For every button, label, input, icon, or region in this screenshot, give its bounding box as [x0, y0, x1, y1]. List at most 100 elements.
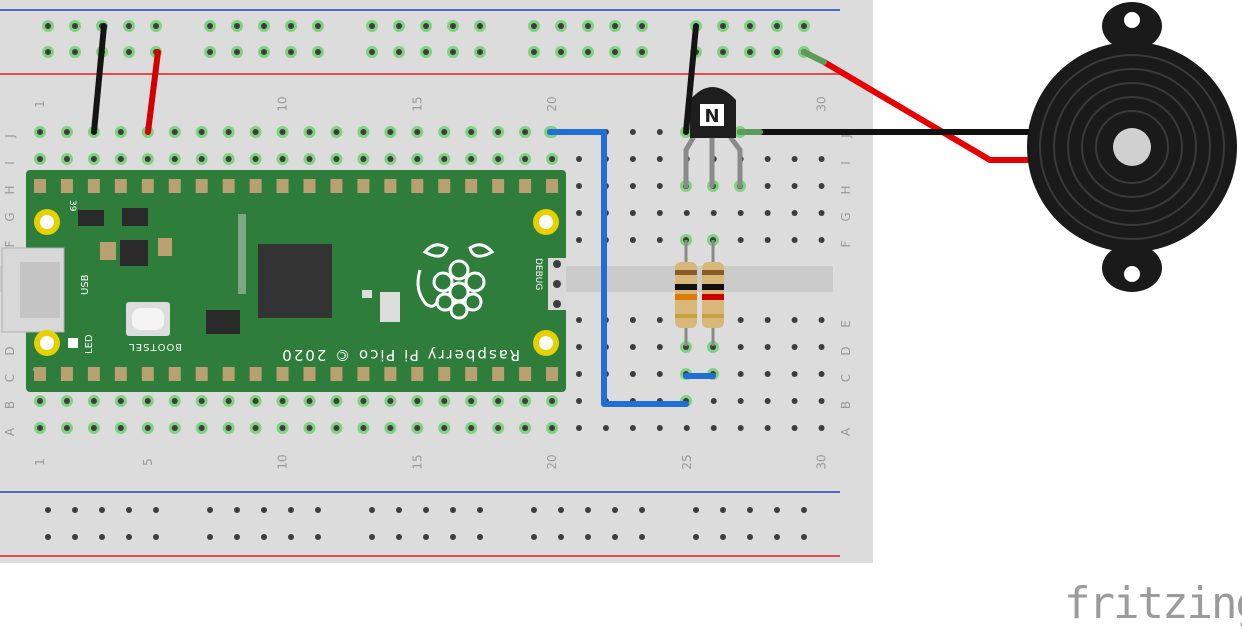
breadboard-hole: [279, 129, 286, 135]
rail-hole: [126, 534, 132, 540]
row-label-right: A: [839, 427, 853, 436]
breadboard-hole: [387, 398, 394, 404]
breadboard-hole: [495, 156, 502, 162]
breadboard-hole: [252, 398, 259, 404]
rail-hole: [774, 23, 780, 29]
pico-pin-pad: [411, 367, 424, 381]
breadboard-hole: [818, 317, 825, 323]
breadboard-hole: [791, 398, 798, 404]
breadboard-hole: [387, 156, 394, 162]
pico-pin-pad: [168, 367, 181, 381]
breadboard-hole: [441, 398, 448, 404]
breadboard-hole: [764, 317, 771, 323]
breadboard-hole: [63, 129, 70, 135]
breadboard-hole: [629, 371, 636, 377]
breadboard-hole: [629, 156, 636, 162]
rail-hole: [396, 23, 402, 29]
rail-hole: [234, 534, 240, 540]
breadboard-hole: [656, 317, 663, 323]
pico-pin-pad: [519, 179, 532, 193]
column-label-top: 1: [33, 100, 47, 108]
rail-hole: [477, 23, 483, 29]
breadboard-hole: [171, 398, 178, 404]
breadboard-hole: [656, 183, 663, 189]
breadboard-hole: [629, 183, 636, 189]
rail-hole: [369, 507, 375, 513]
breadboard-hole: [306, 398, 313, 404]
breadboard-hole: [522, 425, 529, 431]
rail-hole: [747, 507, 753, 513]
row-label-right: J: [839, 134, 853, 139]
rail-hole: [315, 49, 321, 55]
breadboard-hole: [656, 237, 663, 243]
rail-hole: [126, 49, 132, 55]
breadboard-hole: [576, 183, 582, 189]
breadboard-hole: [117, 156, 124, 162]
breadboard-hole: [629, 425, 636, 431]
breadboard-hole: [629, 210, 636, 216]
breadboard-hole: [656, 129, 663, 135]
breadboard-hole: [441, 129, 448, 135]
breadboard-hole: [360, 129, 367, 135]
breadboard-hole: [629, 344, 636, 350]
breadboard-hole: [306, 129, 313, 135]
breadboard-hole: [522, 129, 529, 135]
rail-hole: [369, 49, 375, 55]
transistor-leads: [683, 135, 743, 189]
rail-hole: [234, 23, 240, 29]
breadboard-hole: [791, 317, 798, 323]
pico-pin-rows: [34, 179, 559, 381]
rail-hole: [72, 49, 78, 55]
rail-hole: [153, 23, 159, 29]
breadboard-hole: [764, 344, 771, 350]
breadboard-hole: [576, 210, 582, 216]
rail-hole: [234, 507, 240, 513]
rail-hole: [450, 23, 456, 29]
wires: [91, 23, 1035, 407]
rail-hole: [801, 23, 807, 29]
rail-hole: [99, 507, 105, 513]
breadboard-hole: [818, 210, 825, 216]
breadboard-hole: [333, 129, 340, 135]
column-label-bottom: 30: [815, 454, 829, 469]
breadboard-labels: 115101015152020253030JJIIHHGGFFEEDDCCBBA…: [3, 96, 853, 469]
breadboard-hole: [144, 425, 151, 431]
rail-hole: [720, 534, 726, 540]
breadboard-hole: [441, 156, 448, 162]
black-wire-rail: [91, 23, 107, 135]
rail-hole: [261, 507, 267, 513]
breadboard-hole: [198, 156, 205, 162]
breadboard-hole: [441, 425, 448, 431]
rail-hole: [450, 534, 456, 540]
rail-hole: [72, 507, 78, 513]
breadboard-hole: [737, 210, 744, 216]
pico-pin-pad: [168, 179, 181, 193]
rail-hole: [558, 534, 564, 540]
pico-pin-pad: [114, 179, 127, 193]
rail-hole: [801, 507, 807, 513]
breadboard-hole: [37, 129, 43, 135]
led-indicator: [68, 338, 78, 348]
breadboard-hole: [360, 398, 367, 404]
pico-pin-pad: [114, 367, 127, 381]
rail-hole: [207, 534, 213, 540]
rail-hole: [207, 23, 213, 29]
rail-hole: [801, 534, 807, 540]
breadboard-hole: [117, 398, 124, 404]
blue-wire-gpio: [547, 129, 689, 407]
row-label-right: I: [839, 161, 853, 165]
rail-hole: [720, 49, 726, 55]
breadboard-hole: [791, 344, 798, 350]
breadboard-hole: [387, 425, 394, 431]
black-wire-transistor: [683, 23, 699, 135]
column-label-top: 20: [545, 96, 559, 111]
pico-pin-pad: [330, 367, 343, 381]
rail-hole: [288, 534, 294, 540]
rail-hole: [450, 507, 456, 513]
rail-hole: [720, 507, 726, 513]
raspberry-pi-logo-icon: [416, 243, 495, 320]
breadboard-hole: [576, 156, 582, 162]
breadboard-hole: [333, 425, 340, 431]
breadboard-hole: [576, 398, 582, 404]
